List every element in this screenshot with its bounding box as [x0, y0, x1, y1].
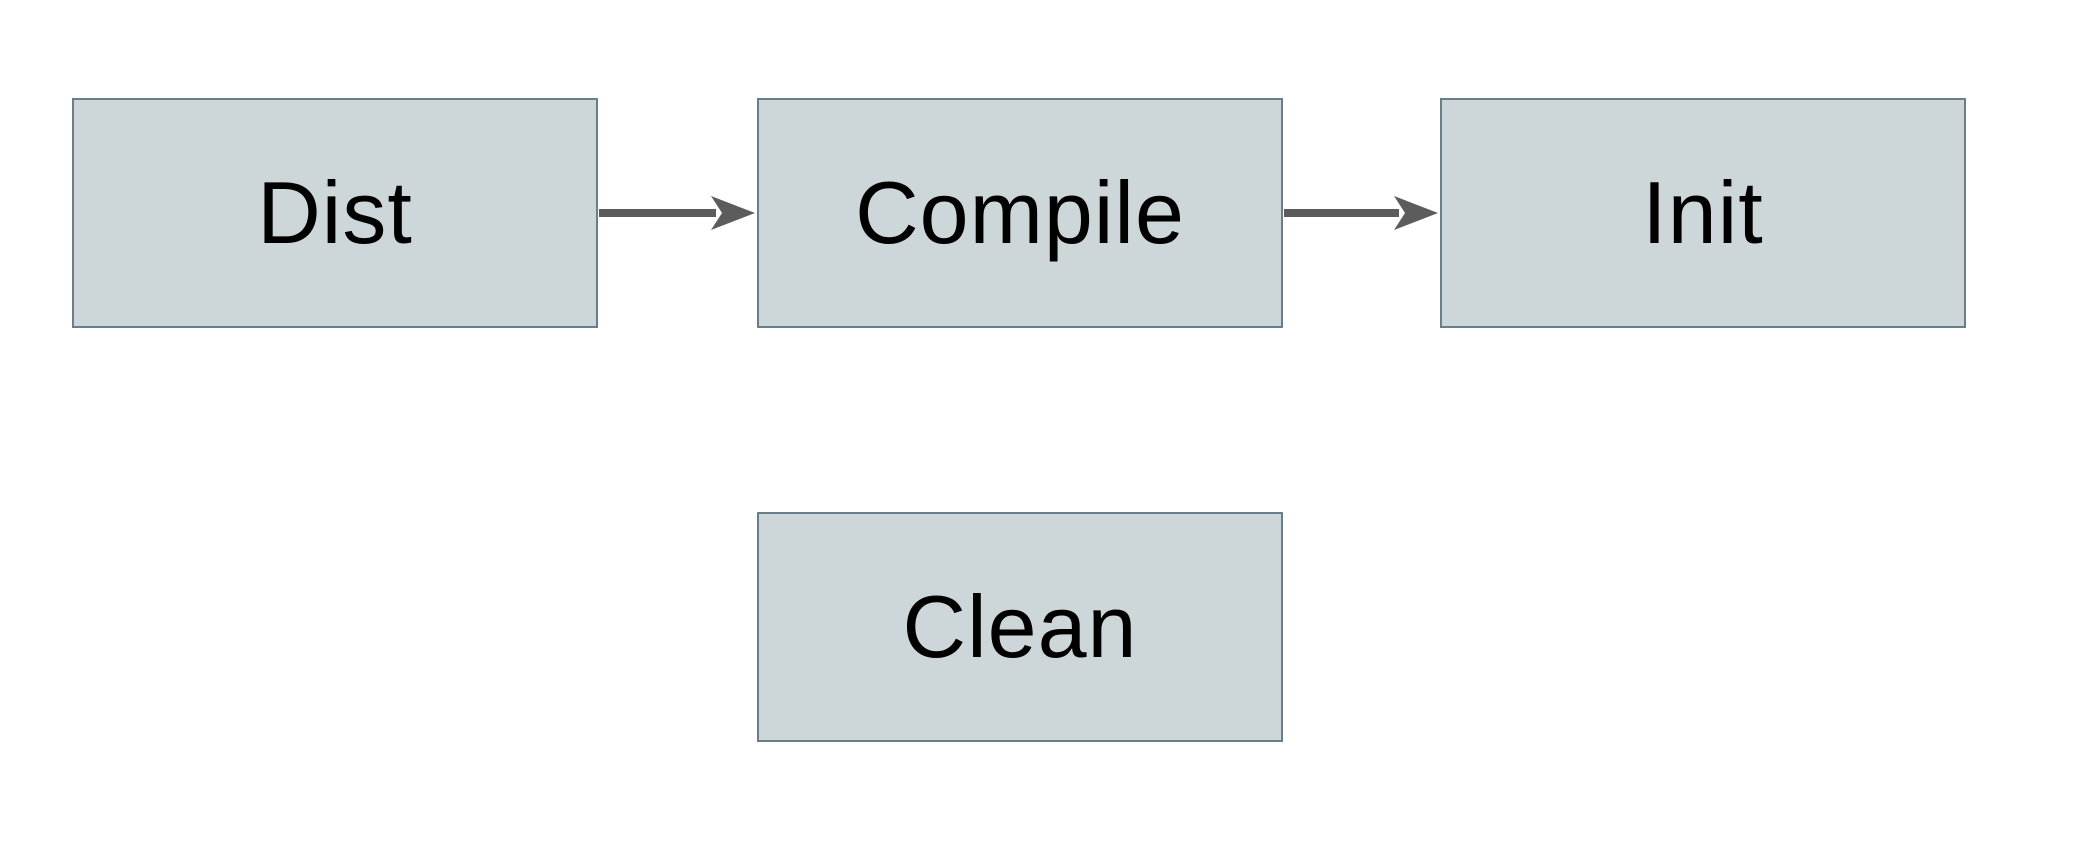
node-init-label: Init: [1642, 163, 1764, 262]
node-dist: Dist: [72, 98, 598, 328]
node-dist-label: Dist: [257, 163, 413, 262]
node-init: Init: [1440, 98, 1966, 328]
node-clean-label: Clean: [902, 577, 1138, 676]
arrow-dist-to-compile: [599, 196, 755, 230]
node-compile-label: Compile: [855, 163, 1185, 262]
node-compile: Compile: [757, 98, 1283, 328]
arrow-compile-to-init: [1284, 196, 1438, 230]
node-clean: Clean: [757, 512, 1283, 742]
